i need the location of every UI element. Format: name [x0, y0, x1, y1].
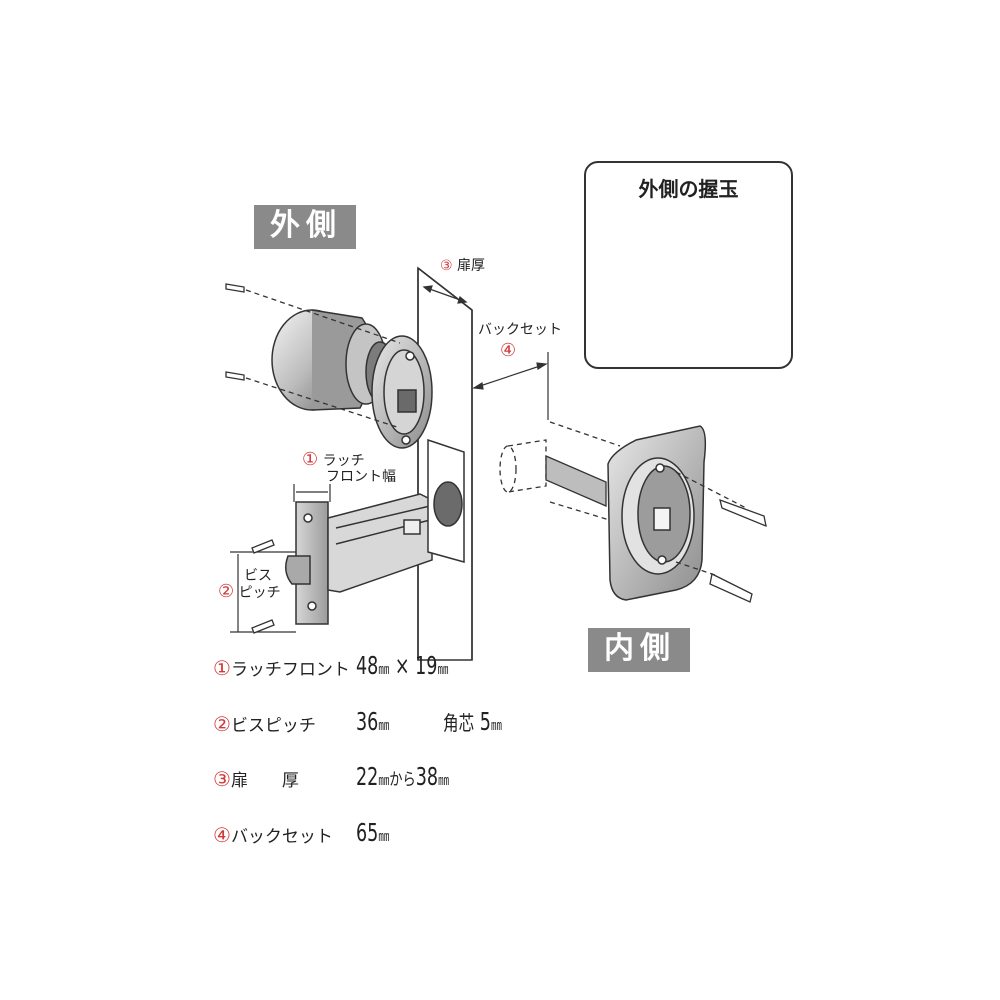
spec-unit-1: ㎜ — [378, 662, 390, 678]
spec-name: バックセット — [230, 827, 333, 847]
screw-pitch-dimension — [230, 551, 296, 633]
latch-front-dimension — [293, 484, 331, 502]
backset-callout-text: バックセット — [478, 322, 562, 338]
callout-line1: ビス — [244, 568, 272, 584]
callout-text: 扉厚 — [457, 258, 486, 274]
spec-value: 48㎜ × 19㎜ — [356, 651, 448, 680]
spec-value: 36㎜ — [356, 707, 389, 736]
spec-value-1: 36 — [356, 707, 379, 736]
inset-title: 外側の握玉 — [638, 177, 739, 201]
callout-line1: ラッチ — [322, 453, 365, 469]
callout-line2: ピッチ — [238, 585, 281, 601]
spec-value-1: 65 — [356, 818, 379, 847]
callout-number: ③ — [440, 258, 453, 274]
spec-value: 22㎜から38㎜ — [356, 762, 449, 791]
backset-callout-number: ④ — [500, 340, 517, 361]
spec-row-backset: ④バックセット 65㎜ — [213, 818, 389, 847]
spec-value-2: 19 — [415, 651, 438, 680]
spec-extra-value: 5 — [479, 707, 491, 736]
spec-unit-1: ㎜ — [378, 718, 390, 734]
door-thickness-dimension — [422, 285, 468, 304]
spec-row-door-thickness: ③扉 厚 22㎜から38㎜ — [213, 762, 449, 791]
spec-name: 扉 厚 — [230, 771, 299, 791]
spec-unit-1: ㎜ — [378, 773, 390, 789]
outside-tag: 外側 — [254, 205, 356, 249]
latch-assembly — [285, 438, 465, 625]
spec-unit-1: ㎜ — [378, 829, 390, 845]
spec-value-1: 48 — [356, 651, 379, 680]
spec-separator: × — [394, 651, 410, 680]
inside-spindle — [499, 421, 621, 523]
spec-row-screw-pitch: ②ビスピッチ 36㎜ 角芯 5㎜ — [213, 707, 502, 736]
spec-number: ④ — [213, 823, 231, 847]
spec-value-2: 38 — [415, 762, 439, 791]
spec-extra-unit: ㎜ — [490, 718, 502, 734]
latch-front-callout: ① ラッチ フロント幅 — [302, 449, 396, 486]
callout-number: ① — [302, 449, 319, 470]
callout-number: ② — [218, 581, 235, 602]
spec-number: ② — [213, 712, 231, 736]
inside-rose — [607, 425, 707, 601]
spec-number: ③ — [213, 767, 231, 791]
spec-extra: 角芯 5㎜ — [443, 707, 502, 736]
backset-dimension — [472, 352, 549, 420]
inset-box: 外側の握玉 — [584, 161, 793, 369]
spec-value-1: 22 — [356, 762, 379, 791]
door-thickness-callout: ③ 扉厚 — [440, 258, 485, 274]
outside-knob — [271, 309, 433, 449]
latch-screws — [251, 539, 275, 634]
inside-screws — [675, 471, 767, 603]
inside-tag: 内側 — [588, 628, 690, 672]
spec-name: ラッチフロント — [230, 660, 350, 680]
spec-number: ① — [213, 656, 231, 680]
spec-row-latch-front: ①ラッチフロント 48㎜ × 19㎜ — [213, 651, 448, 680]
spec-unit-2: ㎜ — [438, 773, 450, 789]
outside-screws — [225, 283, 401, 429]
spec-value: 65㎜ — [356, 818, 389, 847]
callout-line2: フロント幅 — [326, 469, 396, 485]
screw-pitch-callout: ビス ② ピッチ — [218, 568, 281, 601]
spec-extra-label: 角芯 — [443, 711, 475, 735]
spec-separator: から — [389, 770, 416, 790]
spec-name: ビスピッチ — [230, 716, 316, 736]
spec-unit-2: ㎜ — [437, 662, 449, 678]
